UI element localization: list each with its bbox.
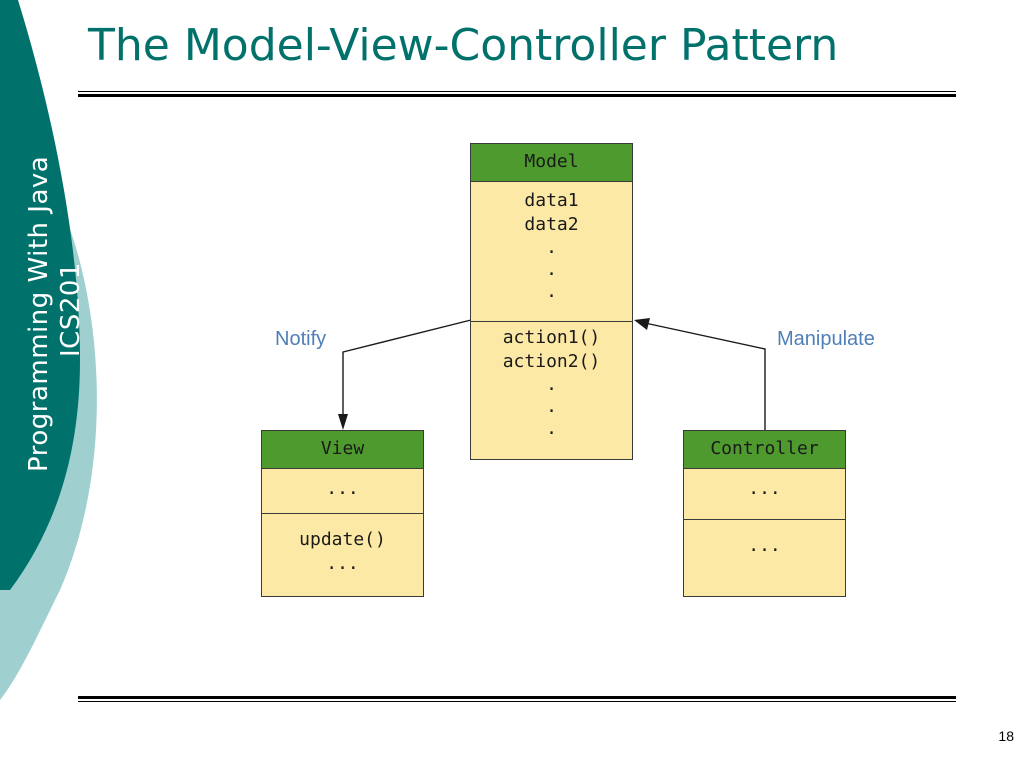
view-operation: ...	[326, 553, 359, 574]
notify-arrowhead	[338, 414, 348, 430]
model-class-box: Model data1 data2 . . . action1() action…	[470, 143, 633, 460]
model-operation-ellipsis: .	[546, 374, 557, 395]
view-attributes: ...	[262, 469, 423, 514]
notify-label: Notify	[275, 328, 327, 350]
notify-arrow	[342, 319, 472, 422]
model-operation-ellipsis: .	[546, 418, 557, 439]
controller-attributes: ...	[684, 469, 845, 520]
view-attribute: ...	[326, 478, 359, 499]
top-divider	[78, 91, 956, 97]
controller-attribute: ...	[748, 478, 781, 499]
model-attribute: data2	[524, 214, 579, 235]
controller-operations: ...	[684, 520, 845, 596]
view-operation: update()	[299, 529, 386, 550]
model-attribute: data1	[524, 190, 579, 211]
manipulate-label: Manipulate	[777, 328, 875, 350]
model-attributes: data1 data2 . . .	[471, 182, 632, 322]
sidebar-course-title: Programming With Java	[24, 155, 54, 472]
sidebar-decoration	[0, 0, 97, 700]
model-attribute-ellipsis: .	[546, 281, 557, 302]
controller-operation: ...	[748, 535, 781, 556]
controller-class-box: Controller ... ...	[683, 430, 846, 597]
page-number: 18	[998, 728, 1014, 744]
manipulate-arrowhead	[634, 318, 650, 330]
sidebar-course-code: ICS201	[56, 262, 86, 357]
model-attribute-ellipsis: .	[546, 237, 557, 258]
model-operation: action1()	[502, 327, 601, 348]
view-class-name: View	[262, 431, 423, 469]
view-operations: update() ...	[262, 514, 423, 596]
view-class-box: View ... update() ...	[261, 430, 424, 597]
model-operation-ellipsis: .	[546, 396, 557, 417]
sidebar-text: Programming With Java ICS201	[0, 0, 120, 768]
model-operation: action2()	[502, 351, 601, 372]
model-class-name: Model	[471, 144, 632, 182]
model-operations: action1() action2() . . .	[471, 322, 632, 459]
bottom-divider	[78, 696, 956, 702]
slide-title: The Model-View-Controller Pattern	[88, 20, 839, 71]
manipulate-arrow	[644, 322, 766, 430]
controller-class-name: Controller	[684, 431, 845, 469]
model-attribute-ellipsis: .	[546, 259, 557, 280]
